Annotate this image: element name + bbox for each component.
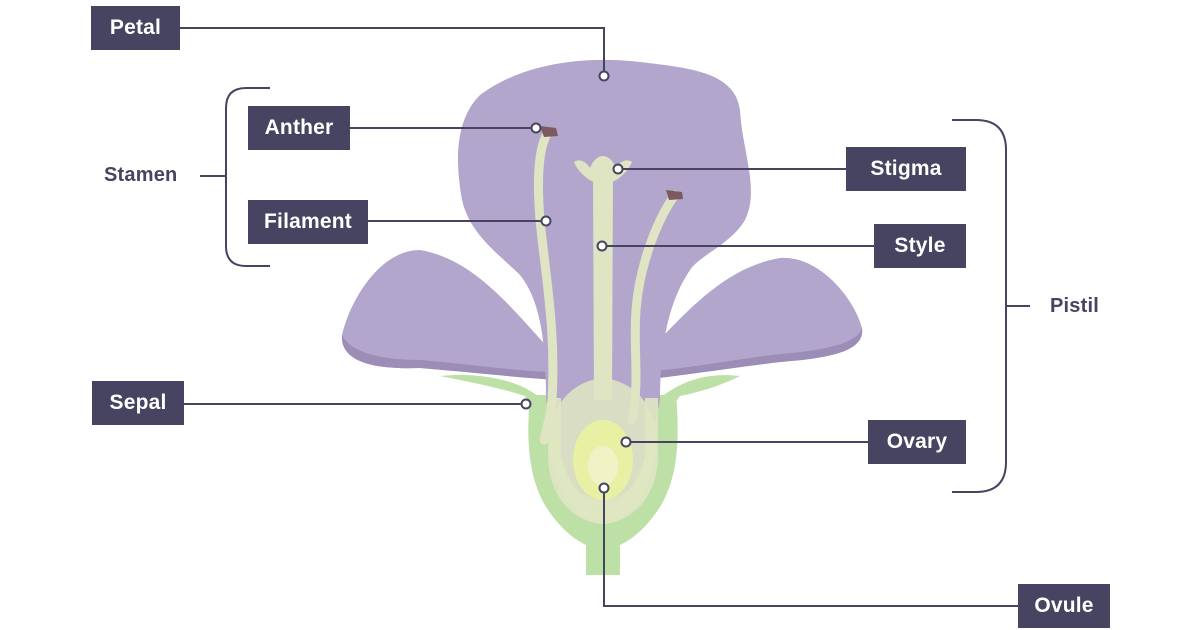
pistil-label: Pistil xyxy=(1050,295,1099,317)
sepal-label: Sepal xyxy=(92,381,184,425)
petal-left-shade xyxy=(341,335,560,380)
ovule-dot xyxy=(598,482,610,494)
style-shape xyxy=(593,175,613,400)
style-label: Style xyxy=(874,224,966,268)
petal-left xyxy=(341,250,560,380)
ovule-shape xyxy=(588,446,618,486)
petal-right-shade xyxy=(640,328,863,380)
anther-label: Anther xyxy=(248,106,350,150)
filament-dot xyxy=(540,215,552,227)
petal-leader-line xyxy=(180,27,605,76)
anther-dot xyxy=(530,122,542,134)
style-dot xyxy=(596,240,608,252)
petal-label: Petal xyxy=(91,6,180,50)
stigma-shape xyxy=(574,156,632,182)
sepal-dot xyxy=(520,398,532,410)
stigma-dot xyxy=(612,163,624,175)
anther-left-shape xyxy=(540,126,558,137)
ovary-label: Ovary xyxy=(868,420,966,464)
filament-left xyxy=(533,127,558,445)
ovule-label: Ovule xyxy=(1018,584,1110,628)
filament-label: Filament xyxy=(248,200,368,244)
petal-dot xyxy=(598,70,610,82)
anther-right-shape xyxy=(666,190,683,200)
stigma-label: Stigma xyxy=(846,147,966,191)
stamen-label: Stamen xyxy=(104,164,178,186)
ovule-leader-line xyxy=(603,488,1018,607)
petal-right xyxy=(640,257,863,380)
filament-right xyxy=(627,190,680,425)
ovary-dot xyxy=(620,436,632,448)
